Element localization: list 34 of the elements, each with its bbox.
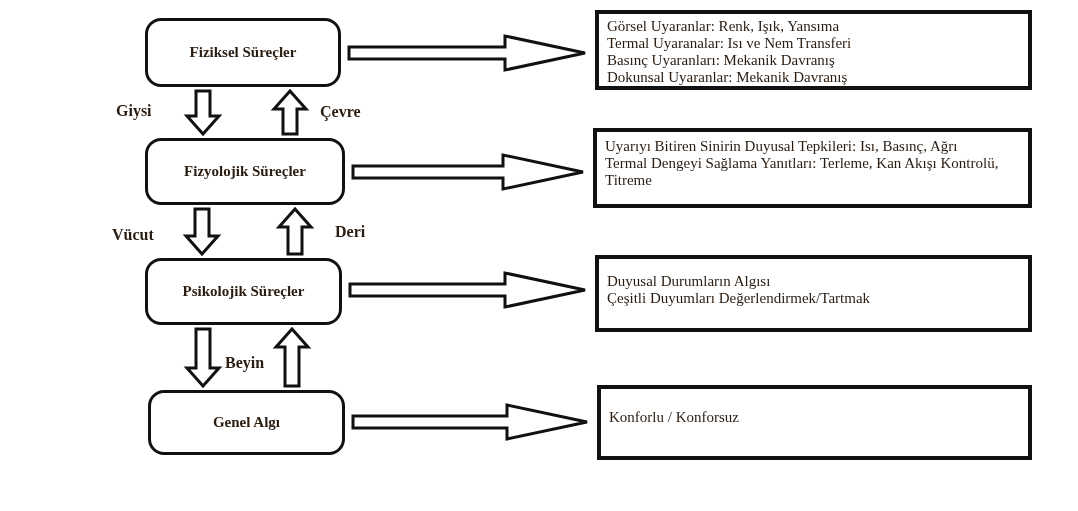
description-text: Görsel Uyaranlar: Renk, Işık, Yansıma bbox=[607, 18, 841, 35]
block-arrow bbox=[347, 34, 587, 72]
process-title: Fiziksel Süreçler bbox=[189, 44, 297, 61]
description-text: Termal Dengeyi Sağlama Yanıtları: Terleme, Kan Akışı Kontrolü, Titreme bbox=[605, 155, 1000, 189]
description-box bbox=[597, 385, 1032, 460]
description-text: Çeşitli Duyumları Değerlendirmek/Tartmak bbox=[607, 290, 872, 307]
block-arrow bbox=[351, 153, 585, 191]
block-arrow bbox=[348, 271, 587, 309]
description-text: Basınç Uyaranları: Mekanik Davranış bbox=[607, 52, 836, 69]
block-arrow bbox=[183, 89, 223, 137]
block-arrow bbox=[270, 88, 310, 136]
edge-label: Giysi bbox=[115, 102, 153, 120]
description-box bbox=[593, 128, 1032, 208]
description-text: Dokunsal Uyaranlar: Mekanik Davranış bbox=[607, 69, 849, 86]
process-title: Psikolojik Süreçler bbox=[182, 283, 305, 300]
edge-label: Çevre bbox=[319, 103, 362, 121]
description-box bbox=[595, 255, 1032, 332]
process-box bbox=[148, 390, 345, 455]
block-arrow bbox=[183, 327, 223, 389]
description-text: Konforlu / Konforsuz bbox=[609, 409, 740, 426]
process-box bbox=[145, 258, 342, 325]
block-arrow bbox=[182, 207, 222, 257]
block-arrow bbox=[351, 403, 589, 441]
block-arrow bbox=[275, 206, 315, 256]
description-text: Uyarıyı Bitiren Sinirin Duyusal Tepkileri: Isı, Basınç, Ağrı bbox=[605, 138, 959, 155]
process-title: Genel Algı bbox=[212, 414, 281, 431]
process-box bbox=[145, 138, 345, 205]
edge-label: Beyin bbox=[224, 354, 266, 372]
description-text: Duyusal Durumların Algısı bbox=[607, 273, 772, 290]
block-arrow bbox=[272, 326, 312, 388]
process-box bbox=[145, 18, 341, 87]
process-title: Fizyolojik Süreçler bbox=[184, 163, 306, 180]
description-text: Termal Uyaranalar: Isı ve Nem Transferi bbox=[607, 35, 853, 52]
description-box bbox=[595, 10, 1032, 90]
